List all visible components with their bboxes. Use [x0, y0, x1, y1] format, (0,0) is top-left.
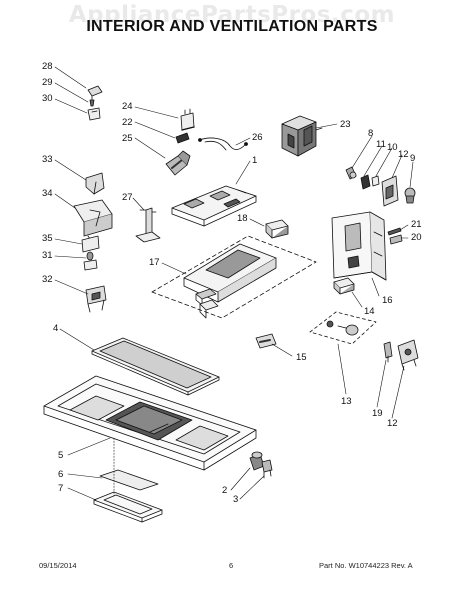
switch-part-25 [165, 150, 191, 176]
damper-part-33 [85, 172, 105, 195]
callout-32: 32 [42, 274, 53, 285]
callout-30: 30 [42, 93, 53, 104]
air-guide-part-34 [73, 199, 113, 243]
callout-34: 34 [42, 188, 53, 199]
light-cover-part-7 [93, 491, 163, 523]
footer-part-number: Part No. W10744223 Rev. A [319, 561, 413, 570]
callout-2: 2 [222, 485, 227, 496]
pad-part [199, 299, 219, 319]
bracket-part-32 [85, 285, 107, 313]
screw-part-21 [387, 227, 402, 236]
bulb-part-3 [261, 459, 273, 479]
callout-25: 25 [122, 133, 133, 144]
fuse-part-19 [383, 341, 393, 363]
callout-8: 8 [368, 128, 373, 139]
callout-20: 20 [411, 232, 422, 243]
switch-part-12-upper [381, 175, 399, 207]
callout-26: 26 [252, 132, 263, 143]
filter-assembly-part-17 [151, 235, 317, 319]
switch-part-11 [360, 174, 371, 190]
callout-12-upper: 12 [398, 149, 409, 160]
callout-10: 10 [387, 142, 398, 153]
bracket-part-28 [87, 85, 103, 102]
leader-lines [54, 66, 414, 501]
knob-part-31 [83, 251, 98, 271]
callout-31: 31 [42, 250, 53, 261]
bracket-part-27 [135, 207, 161, 243]
callout-1: 1 [252, 155, 257, 166]
callout-24: 24 [122, 101, 133, 112]
block-part-18 [265, 219, 289, 239]
switch-part-24 [180, 108, 195, 131]
callout-4: 4 [53, 323, 58, 334]
callout-9: 9 [410, 153, 415, 164]
callout-29: 29 [42, 77, 53, 88]
page-title: INTERIOR AND VENTILATION PARTS [86, 18, 378, 35]
callout-19: 19 [372, 408, 383, 419]
callout-12-lower: 12 [387, 418, 398, 429]
footer-page-number: 6 [229, 561, 234, 570]
callout-13: 13 [341, 396, 352, 407]
callout-6: 6 [58, 469, 63, 480]
watermark: AppliancePartsPros.com [68, 2, 396, 28]
wire-harness-part-26 [198, 137, 248, 151]
callout-3: 3 [233, 494, 238, 505]
connector-part-14 [333, 277, 355, 295]
filter-panel-part-4 [91, 337, 220, 396]
thermal-cutoff-part-9 [404, 187, 416, 204]
bracket-part-1 [171, 185, 257, 227]
callout-21: 21 [411, 219, 422, 230]
callout-23: 23 [340, 119, 351, 130]
lamp-socket-part-2 [249, 451, 265, 471]
relay-part-15 [255, 333, 277, 349]
callout-18: 18 [237, 213, 248, 224]
callout-35: 35 [42, 233, 53, 244]
callout-11: 11 [376, 139, 386, 150]
fan-assembly-part-13 [309, 311, 377, 345]
fuse-part-8 [345, 166, 357, 180]
callout-labels: 28 29 30 24 22 25 26 23 8 11 10 12 9 33 … [42, 61, 422, 505]
callout-27: 27 [122, 192, 133, 203]
callout-17: 17 [149, 257, 160, 268]
bracket-part-10 [371, 175, 380, 187]
lens-part-6 [99, 469, 159, 491]
footer-date: 09/15/2014 [39, 561, 77, 570]
cover-part-35 [81, 235, 100, 253]
switch-part-12-lower [397, 339, 419, 371]
callout-16: 16 [382, 295, 393, 306]
screw-part-29 [89, 99, 95, 107]
transformer-part-23 [281, 115, 323, 157]
callout-15: 15 [296, 352, 307, 363]
callout-7: 7 [58, 483, 63, 494]
clip-part-22 [175, 132, 190, 144]
callout-5: 5 [58, 450, 63, 461]
bracket-part-16 [331, 211, 387, 281]
callout-22: 22 [122, 117, 133, 128]
callout-28: 28 [42, 61, 53, 72]
clip-part-30 [87, 107, 101, 121]
callout-14: 14 [364, 306, 375, 317]
callout-33: 33 [42, 154, 53, 165]
bottom-panel-part-5 [43, 375, 257, 471]
clip-part-20 [389, 234, 403, 245]
